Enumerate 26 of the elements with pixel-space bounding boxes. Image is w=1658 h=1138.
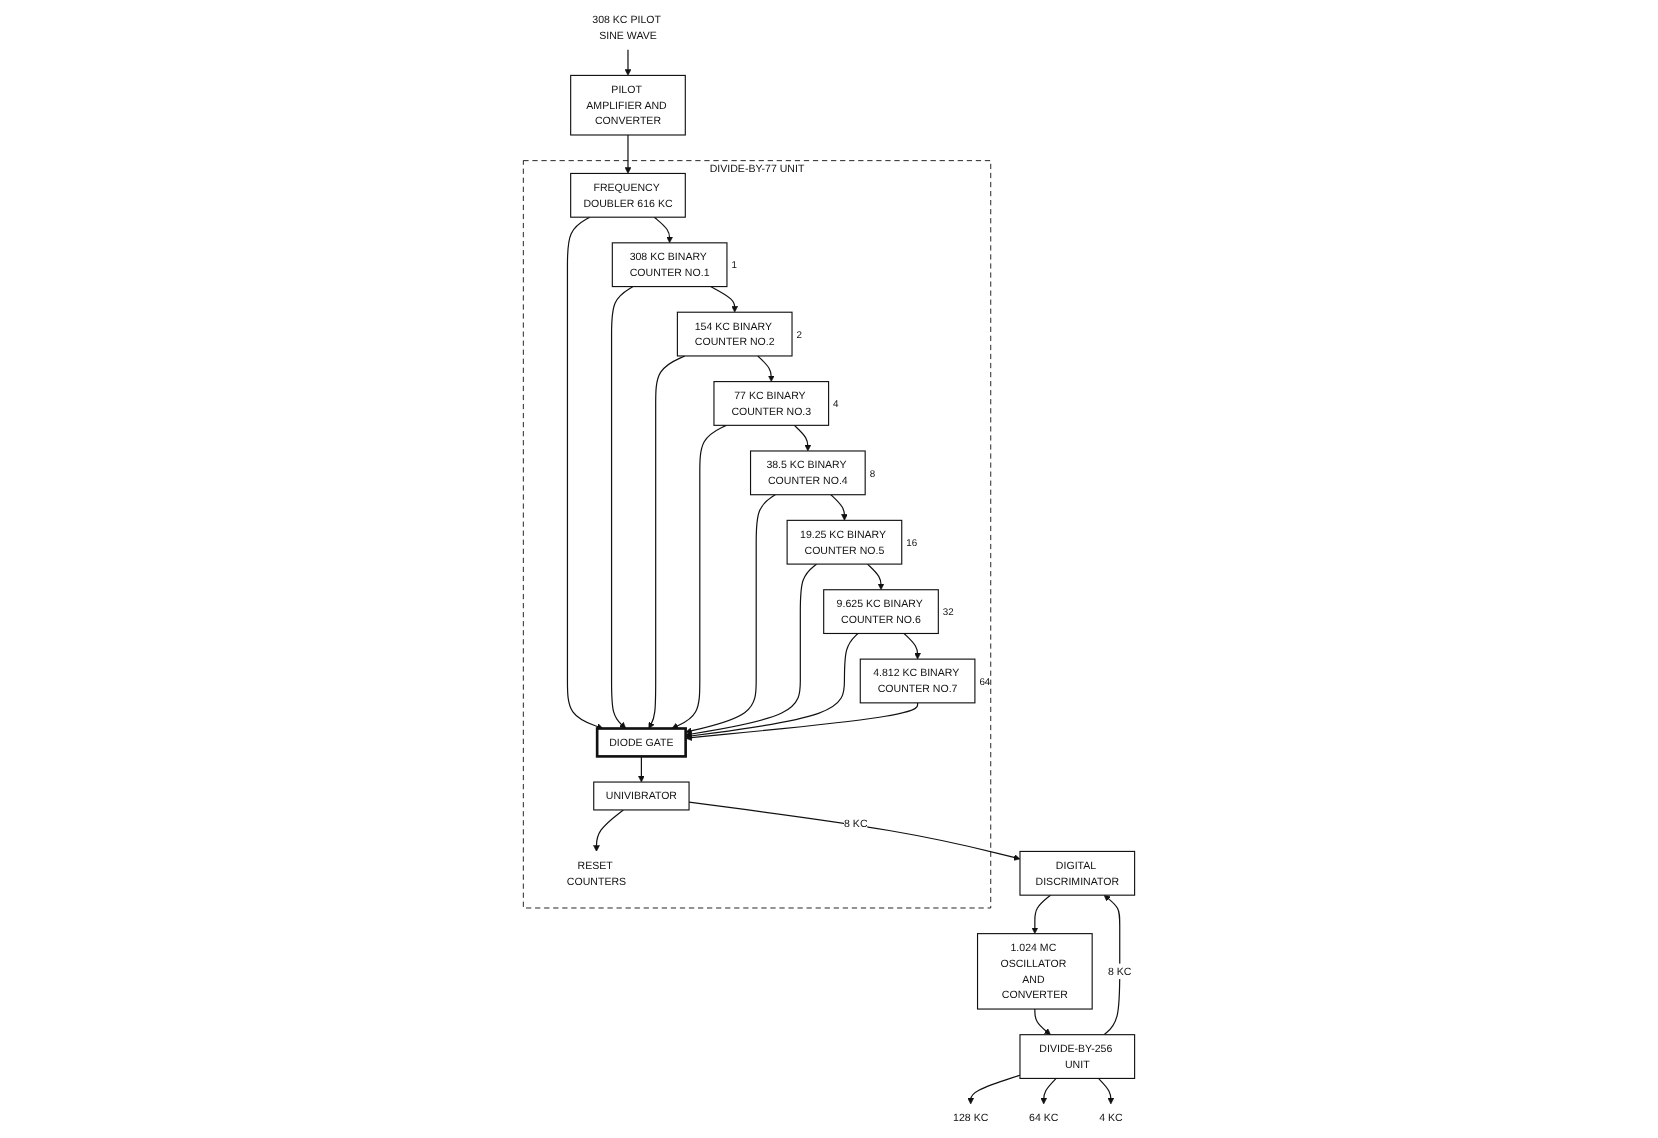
arrow xyxy=(566,216,604,730)
arrow xyxy=(1034,1008,1051,1035)
arrow xyxy=(624,49,632,76)
arrow xyxy=(830,494,848,521)
arrow xyxy=(624,134,632,174)
arrow xyxy=(688,801,1021,861)
arrow xyxy=(866,563,885,591)
arrow xyxy=(685,632,859,740)
arrow xyxy=(1031,894,1052,934)
arrow xyxy=(671,424,727,730)
arrow xyxy=(648,355,686,729)
arrow xyxy=(793,424,812,452)
arrow xyxy=(685,563,818,738)
arrow xyxy=(710,285,738,313)
arrow xyxy=(967,1074,1021,1105)
arrow xyxy=(593,809,624,852)
arrow xyxy=(685,494,776,734)
arrow xyxy=(1040,1077,1057,1105)
arrow xyxy=(653,216,673,244)
arrow xyxy=(610,285,634,729)
arrow xyxy=(1103,894,1121,1036)
arrow xyxy=(638,755,645,783)
arrow xyxy=(903,632,921,660)
arrow xyxy=(685,702,919,741)
arrow xyxy=(757,355,775,382)
arrow xyxy=(1097,1077,1115,1105)
